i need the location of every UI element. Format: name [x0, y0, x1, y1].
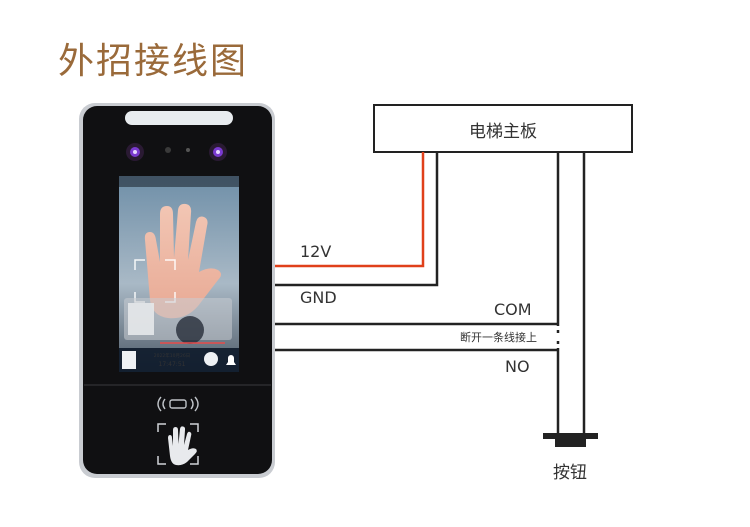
- qr-tile-icon: [122, 351, 136, 369]
- sensor-dot-icon: [165, 147, 171, 153]
- rfid-wave-icon: [157, 396, 199, 412]
- wire-label-12v: 12V: [300, 242, 331, 261]
- button-label: 按钮: [553, 463, 587, 483]
- cut-wire-note: 断开一条线接上: [460, 330, 537, 344]
- camera-right-icon: [209, 143, 227, 161]
- device-screen: 2022年10月26日 17:47:51: [119, 176, 239, 372]
- hand-palm-image: [144, 203, 221, 319]
- sensor-dot-icon: [186, 148, 190, 152]
- screen-time: 17:47:51: [159, 361, 186, 368]
- wire-gnd: [275, 152, 439, 287]
- wire-label-no: NO: [505, 357, 530, 376]
- elevator-mainboard-box: 电梯主板: [373, 104, 633, 153]
- palm-sensor-icon: [157, 423, 199, 466]
- page-title: 外招接线图: [58, 41, 249, 82]
- bell-icon: [226, 355, 236, 365]
- push-button-symbol: [543, 433, 598, 447]
- wire-label-gnd: GND: [300, 288, 337, 307]
- face-terminal-device: 2022年10月26日 17:47:51: [79, 103, 275, 478]
- screen-date: 2022年10月26日: [154, 352, 190, 359]
- mainboard-label: 电梯主板: [469, 122, 537, 142]
- keypad-icon: [204, 352, 218, 366]
- camera-left-icon: [126, 143, 144, 161]
- wire-12v: [275, 152, 425, 268]
- wire-label-com: COM: [494, 300, 532, 319]
